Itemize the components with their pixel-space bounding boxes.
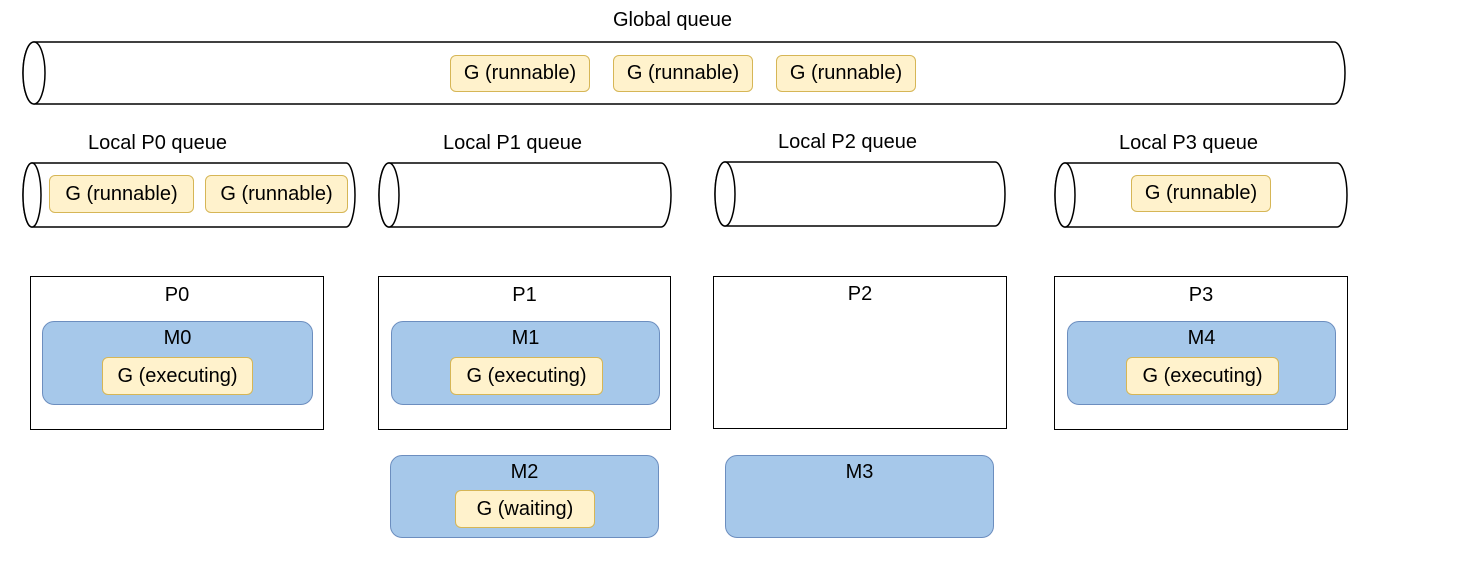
thread-m4: M4 G (executing) — [1067, 321, 1336, 405]
thread-m4-label: M4 — [1187, 327, 1216, 349]
thread-m4-goroutine: G (executing) — [1126, 357, 1279, 395]
global-queue-title: Global queue — [613, 9, 732, 31]
local-p0-queue-goroutine: G (runnable) — [49, 175, 194, 213]
thread-m0-label: M0 — [163, 327, 192, 349]
processor-p0: P0 M0 G (executing) — [30, 276, 324, 430]
global-queue-goroutine: G (runnable) — [450, 55, 590, 92]
global-queue-goroutine: G (runnable) — [776, 55, 916, 92]
thread-m2-goroutine: G (waiting) — [455, 490, 595, 528]
thread-m3: M3 — [725, 455, 994, 538]
local-p3-queue-title: Local P3 queue — [1119, 132, 1259, 154]
local-p2-queue-cylinder — [714, 161, 1006, 227]
local-p3-queue-goroutine: G (runnable) — [1131, 175, 1271, 212]
processor-p3: P3 M4 G (executing) — [1054, 276, 1348, 430]
thread-m2: M2 G (waiting) — [390, 455, 659, 538]
thread-m3-label: M3 — [845, 461, 874, 483]
processor-p2-label: P2 — [847, 283, 873, 305]
processor-p1: P1 M1 G (executing) — [378, 276, 671, 430]
thread-m1-label: M1 — [511, 327, 540, 349]
processor-p1-label: P1 — [512, 284, 537, 306]
local-p0-queue-goroutine: G (runnable) — [205, 175, 348, 213]
local-p1-queue-title: Local P1 queue — [443, 132, 583, 154]
local-p1-queue-cylinder — [378, 162, 672, 228]
processor-p2: P2 — [713, 276, 1007, 429]
thread-m1: M1 G (executing) — [391, 321, 660, 405]
local-p2-queue-title: Local P2 queue — [778, 131, 918, 153]
thread-m1-goroutine: G (executing) — [450, 357, 603, 395]
processor-p0-label: P0 — [164, 284, 190, 306]
processor-p3-label: P3 — [1188, 284, 1214, 306]
global-queue-goroutine: G (runnable) — [613, 55, 753, 92]
thread-m0: M0 G (executing) — [42, 321, 313, 405]
thread-m0-goroutine: G (executing) — [102, 357, 253, 395]
local-p0-queue-title: Local P0 queue — [88, 132, 228, 154]
thread-m2-label: M2 — [510, 461, 539, 483]
